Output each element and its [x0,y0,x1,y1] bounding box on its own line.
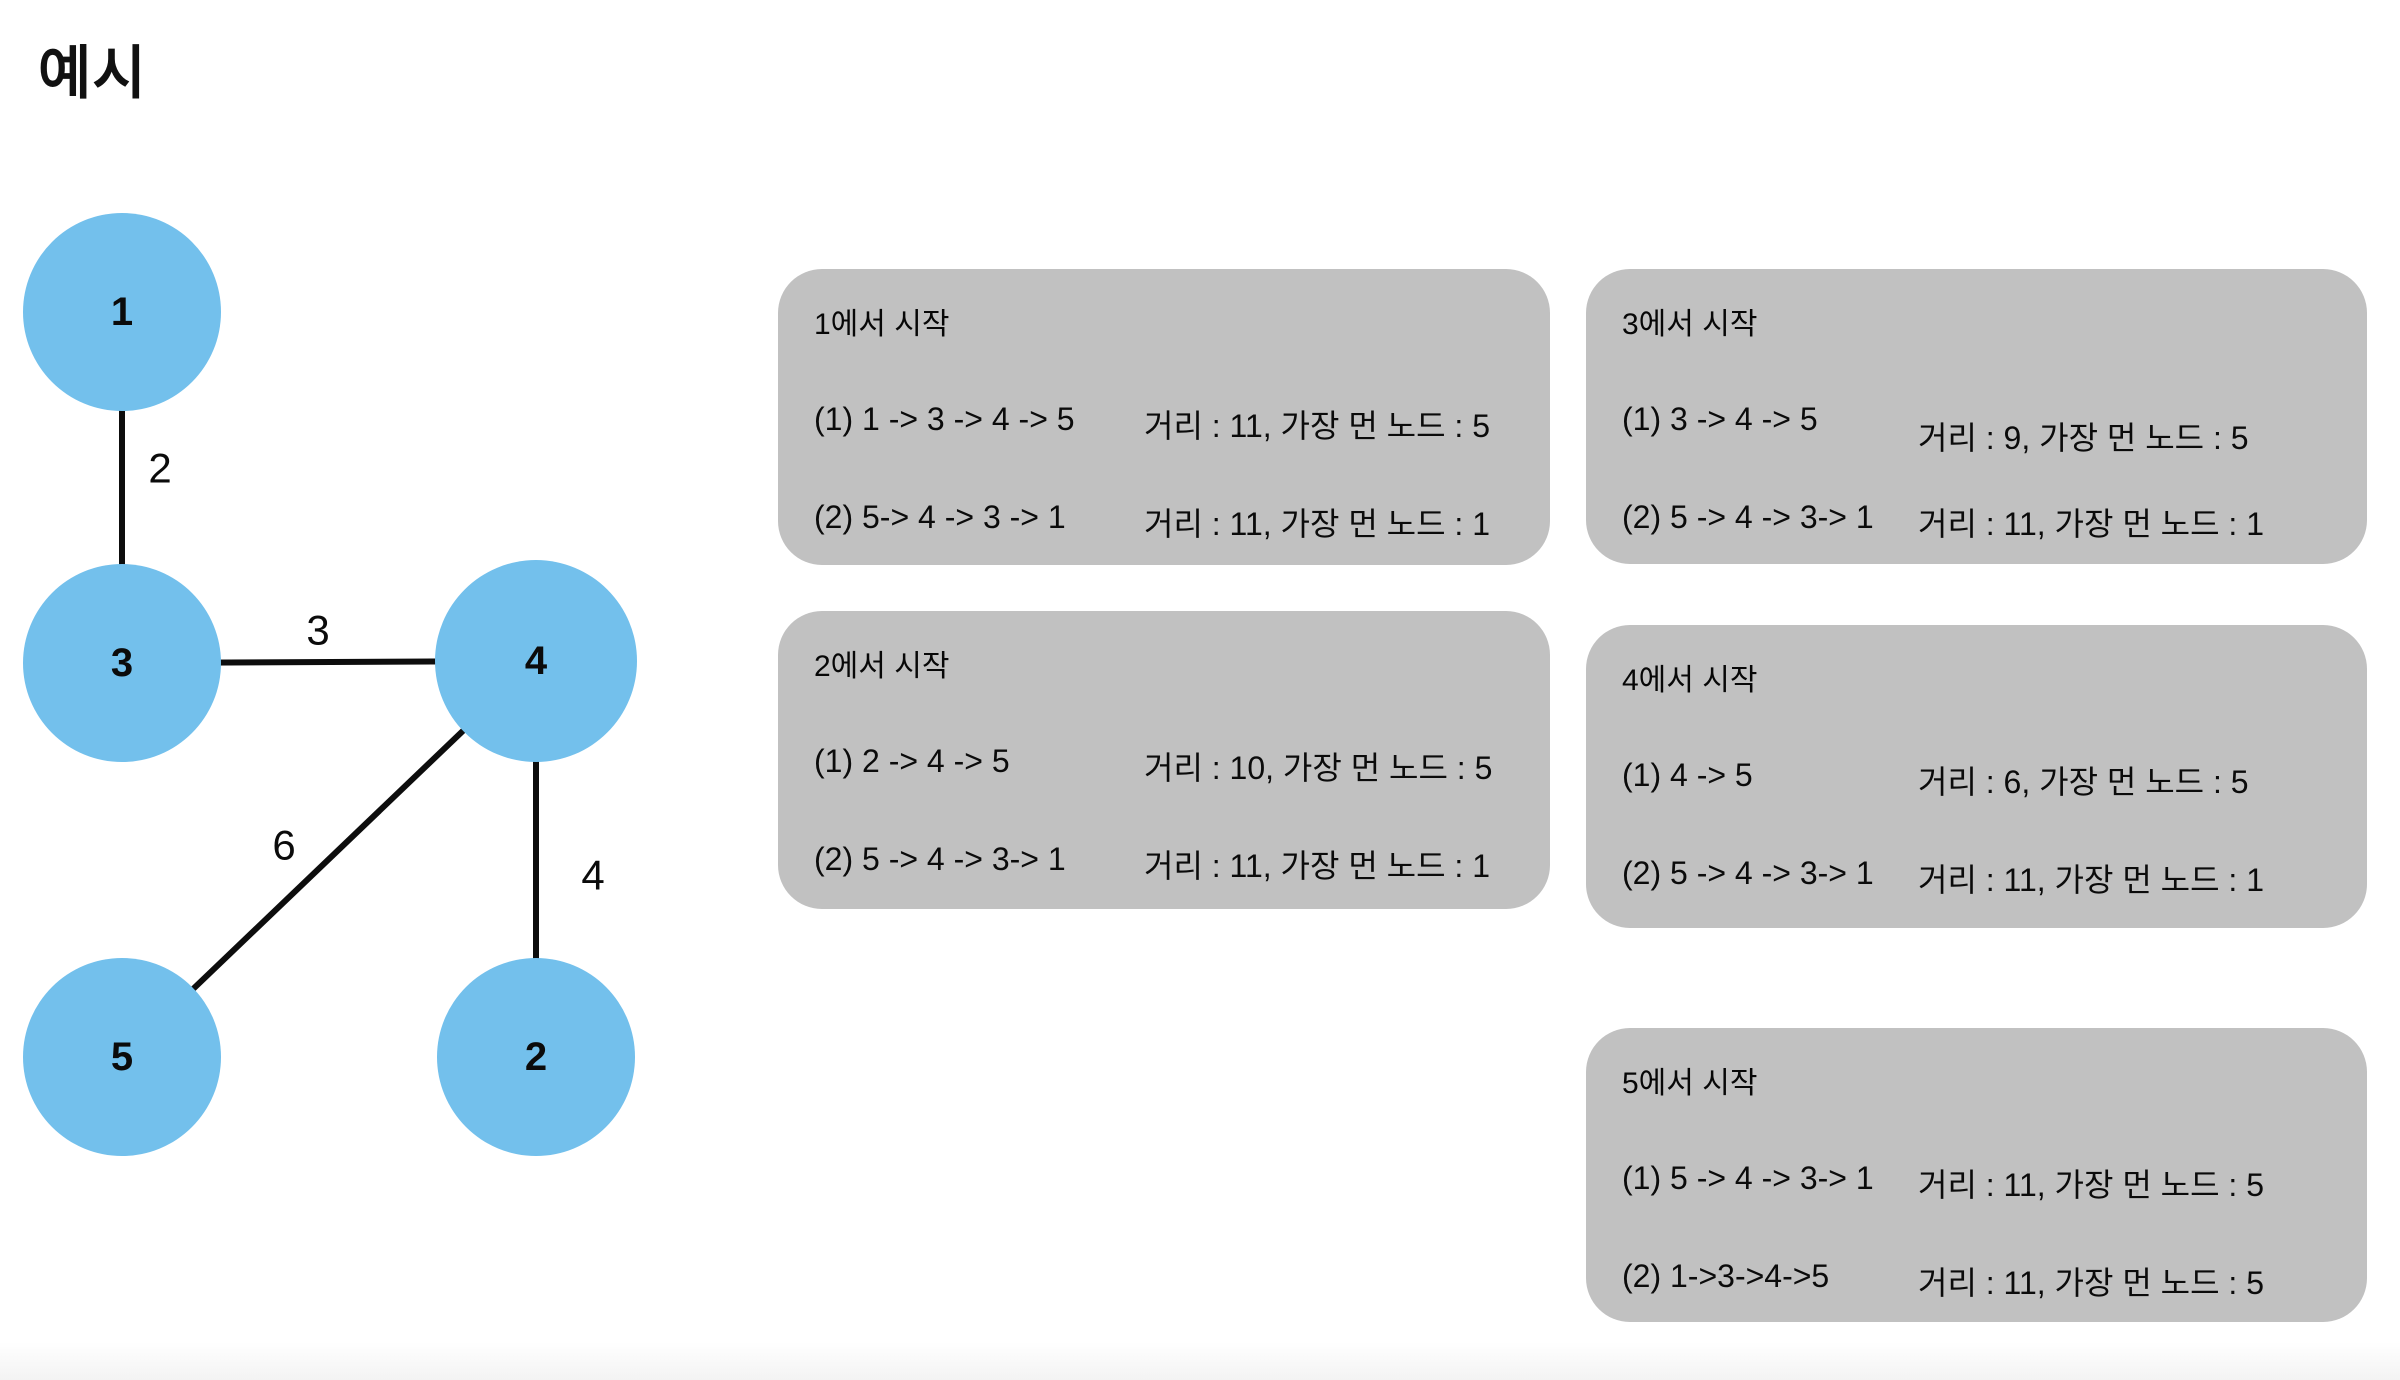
panel-start-1: 1에서 시작 (1) 1 -> 3 -> 4 -> 5 거리 : 11, 가장 … [778,269,1550,565]
node-circle [435,560,637,762]
node-circle [23,564,221,762]
node-circle [23,958,221,1156]
result-text: 거리 : 11, 가장 먼 노드 : 1 [1918,506,2265,542]
graph-node-3: 3 [23,564,221,762]
path-text: (1) 4 -> 5 [1622,757,1753,793]
path-row: (2) 5-> 4 -> 3 -> 1 거리 : 11, 가장 먼 노드 : 1 [814,499,1514,545]
path-text: (2) 1->3->4->5 [1622,1258,1830,1294]
node-label: 2 [525,1035,547,1079]
path-row: (2) 5 -> 4 -> 3-> 1 거리 : 11, 가장 먼 노드 : 1 [1622,499,2331,545]
result-text: 거리 : 11, 가장 먼 노드 : 5 [1918,1265,2265,1301]
path-text: (1) 2 -> 4 -> 5 [814,743,1010,779]
graph-node-1: 1 [23,213,221,411]
result-text: 거리 : 11, 가장 먼 노드 : 5 [1918,1167,2265,1203]
edge-weight-label: 4 [581,852,604,899]
result-text: 거리 : 11, 가장 먼 노드 : 5 [1144,408,1491,444]
path-text: (1) 3 -> 4 -> 5 [1622,401,1818,437]
path-row: (1) 2 -> 4 -> 5 거리 : 10, 가장 먼 노드 : 5 [814,743,1514,789]
panel-title: 5에서 시작 [1622,1067,1758,1100]
result-text: 거리 : 11, 가장 먼 노드 : 1 [1918,862,2265,898]
bottom-fade [0,1342,2400,1380]
graph-edge-weights: 2 3 6 4 [148,445,604,899]
graph-node-4: 4 [435,560,637,762]
graph-canvas: 2 3 6 4 1 3 4 5 2 [23,213,637,1156]
page-title: 예시 [38,41,147,106]
path-text: (2) 5 -> 4 -> 3-> 1 [814,841,1066,877]
result-text: 거리 : 6, 가장 먼 노드 : 5 [1918,764,2249,800]
edge-weight-label: 3 [306,607,329,654]
panel-start-2: 2에서 시작 (1) 2 -> 4 -> 5 거리 : 10, 가장 먼 노드 … [778,611,1550,909]
path-text: (2) 5 -> 4 -> 3-> 1 [1622,499,1874,535]
panel-title: 1에서 시작 [814,308,950,341]
path-text: (2) 5-> 4 -> 3 -> 1 [814,499,1066,535]
result-text: 거리 : 11, 가장 먼 노드 : 1 [1144,848,1491,884]
panel-title: 2에서 시작 [814,650,950,683]
panel-start-4: 4에서 시작 (1) 4 -> 5 거리 : 6, 가장 먼 노드 : 5 (2… [1586,625,2367,928]
node-label: 3 [111,641,133,685]
edge-weight-label: 2 [148,445,171,492]
node-circle [437,958,635,1156]
panel-start-5: 5에서 시작 (1) 5 -> 4 -> 3-> 1 거리 : 11, 가장 먼… [1586,1028,2367,1322]
node-label: 5 [111,1035,133,1079]
path-row: (2) 1->3->4->5 거리 : 11, 가장 먼 노드 : 5 [1622,1258,2331,1304]
graph-nodes: 1 3 4 5 2 [23,213,637,1156]
graph-node-2: 2 [437,958,635,1156]
panel-title: 3에서 시작 [1622,308,1758,341]
path-row: (1) 3 -> 4 -> 5 거리 : 9, 가장 먼 노드 : 5 [1622,401,2331,456]
result-text: 거리 : 10, 가장 먼 노드 : 5 [1144,750,1493,786]
path-text: (1) 5 -> 4 -> 3-> 1 [1622,1160,1874,1196]
path-row: (1) 1 -> 3 -> 4 -> 5 거리 : 11, 가장 먼 노드 : … [814,401,1514,447]
result-text: 거리 : 9, 가장 먼 노드 : 5 [1918,420,2249,456]
edge-weight-label: 6 [272,822,295,869]
node-label: 1 [111,290,133,334]
result-text: 거리 : 11, 가장 먼 노드 : 1 [1144,506,1491,542]
node-label: 4 [525,639,548,683]
path-row: (1) 5 -> 4 -> 3-> 1 거리 : 11, 가장 먼 노드 : 5 [1622,1160,2331,1206]
path-row: (2) 5 -> 4 -> 3-> 1 거리 : 11, 가장 먼 노드 : 1 [1622,855,2331,901]
panel-start-3: 3에서 시작 (1) 3 -> 4 -> 5 거리 : 9, 가장 먼 노드 :… [1586,269,2367,564]
path-row: (1) 4 -> 5 거리 : 6, 가장 먼 노드 : 5 [1622,757,2331,803]
node-circle [23,213,221,411]
path-text: (1) 1 -> 3 -> 4 -> 5 [814,401,1075,437]
path-row: (2) 5 -> 4 -> 3-> 1 거리 : 11, 가장 먼 노드 : 1 [814,841,1514,887]
path-text: (2) 5 -> 4 -> 3-> 1 [1622,855,1874,891]
graph-node-5: 5 [23,958,221,1156]
panel-title: 4에서 시작 [1622,664,1758,697]
